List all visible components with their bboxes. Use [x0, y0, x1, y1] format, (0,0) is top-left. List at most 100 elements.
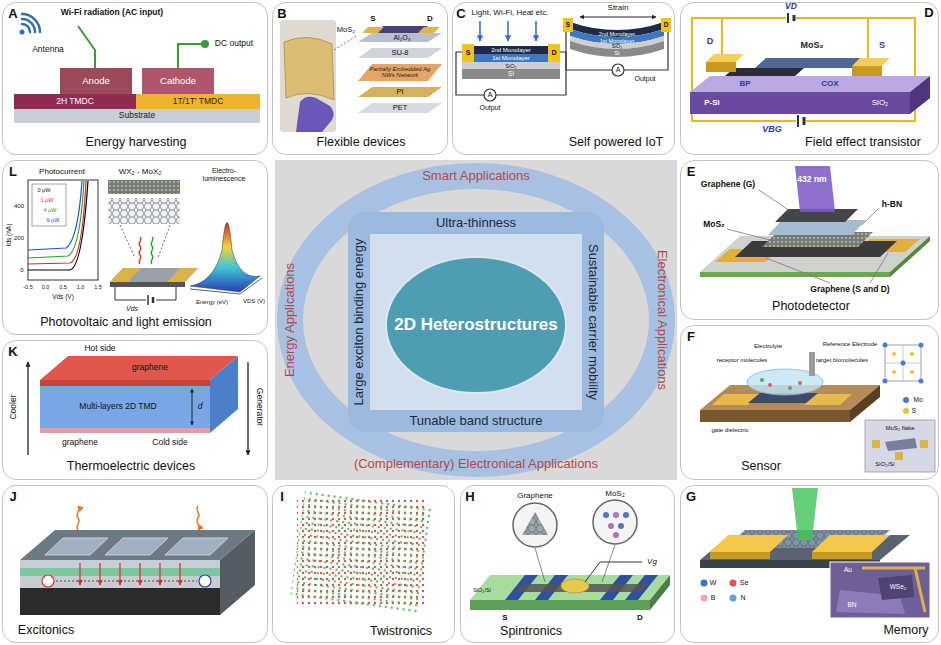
part-label: A [488, 91, 493, 99]
part-label: Se [740, 579, 749, 587]
part-label: 1st Monolayer [492, 55, 530, 62]
panel-letter: K [8, 345, 17, 359]
memory-art-part [730, 580, 737, 587]
excitonics-art-part [197, 506, 199, 530]
excitonics-art-part [179, 563, 180, 585]
part-label: PET [393, 104, 408, 112]
iot-device-art-part [462, 69, 560, 79]
thermoelectric-art-part [247, 362, 248, 455]
core-ellipse: 2D Heterostructures [384, 255, 568, 395]
iot-device-art-part [474, 54, 548, 62]
sensor-art-part [903, 408, 909, 414]
excitonics-art-part [159, 563, 160, 585]
part-label: Photocurrent [39, 168, 85, 177]
part-label: VD [785, 2, 797, 11]
sensor-art-part [700, 410, 850, 422]
part-label: MoS₂ [605, 490, 625, 499]
application-label: Electronical Applications [655, 250, 669, 390]
photovoltaic-art-part [190, 289, 240, 294]
photodetector-art [700, 166, 930, 283]
core-label: 2D Heterostructures [394, 316, 558, 335]
sensor-art-part [910, 370, 914, 374]
excitonics-art-part [199, 575, 211, 587]
part-label: DC output [215, 39, 253, 48]
photovoltaic-art-part [108, 180, 180, 194]
excitonics-art-part [99, 563, 100, 585]
part-label: 2nd Monolayer [599, 30, 635, 36]
panel-box: G Memory [680, 485, 939, 643]
spintronics-art-part [585, 562, 642, 582]
energy-harvester-art-part [178, 44, 201, 68]
photovoltaic-art-part [139, 237, 141, 264]
panel-letter: F [687, 330, 695, 344]
photodetector-art-part [795, 166, 835, 212]
part-label: 0.5 [59, 284, 67, 290]
thermoelectric-art-part [192, 389, 193, 425]
panel-letter: G [686, 490, 696, 504]
panel-title: Spintronics [500, 625, 562, 639]
panel-box: EPhotodetector [680, 160, 939, 320]
part-label: graphene [62, 438, 98, 447]
memory-art-part [701, 580, 708, 587]
memory-art-part [701, 595, 708, 602]
spintronics-art-part [613, 512, 619, 518]
part-label: 400 [14, 203, 24, 210]
thermoelectric-art-part [40, 386, 210, 428]
memory-art-part [878, 575, 914, 600]
photovoltaic-art-part [28, 181, 88, 270]
panel-box: AEnergy harvesting [2, 2, 268, 155]
moire-art-part [290, 490, 434, 615]
part-label: Graphene (G) [701, 180, 755, 189]
flexible-device-art-part [358, 48, 442, 58]
iot-device-art-part [484, 89, 496, 101]
iot-device-art-part [456, 52, 484, 95]
part-label: MoS₂ [337, 26, 355, 34]
photodetector-art-part [727, 229, 770, 240]
panel-title: Memory [883, 624, 928, 638]
part-label: 1.5 [94, 284, 102, 290]
fet-art [690, 13, 930, 127]
spintronics-art-part [608, 523, 614, 529]
panel-box: JExcitonics [2, 485, 268, 643]
energy-harvester-art-part [78, 26, 95, 68]
panel-letter: B [277, 7, 286, 21]
part-label: A [616, 66, 621, 74]
thermoelectric-art-part [210, 356, 238, 433]
excitonics-art-part [20, 530, 255, 560]
moire-art [290, 490, 434, 615]
part-label: receptor molecules [717, 357, 768, 364]
iot-device-art-part [462, 62, 560, 69]
property-frame: Ultra-thinnessSustainable carrier mobili… [348, 212, 604, 432]
part-label: Reference Electrode [823, 341, 878, 348]
panel-box: CSelf powered IoT [452, 2, 675, 155]
fet-art-part [852, 66, 882, 76]
energy-harvester-art-part [142, 68, 214, 94]
thermoelectric-art-part [40, 356, 238, 380]
part-label: BP [739, 80, 750, 89]
part-label: W [710, 579, 717, 587]
part-label: Cold side [152, 438, 187, 447]
part-label: S [566, 21, 570, 28]
fet-art-part [755, 58, 866, 68]
part-label: 0 [20, 267, 23, 274]
sensor-art [700, 343, 935, 473]
part-label: D [707, 37, 714, 47]
core-fill [386, 257, 566, 393]
part-label: Output [479, 104, 500, 112]
part-label: SiO₂/Si [473, 587, 491, 593]
panel-title: Sensor [741, 460, 781, 474]
part-label: 0 μW [38, 187, 51, 193]
panel-title: Photodetector [772, 300, 850, 314]
thermoelectric-art-part [27, 362, 28, 455]
spintronics-art-part [623, 512, 629, 518]
part-label: N [740, 594, 745, 602]
part-label: Vds [126, 305, 138, 313]
photovoltaic-art-part [120, 225, 135, 258]
thermoelectric-art [28, 356, 248, 455]
sensor-art-part [760, 378, 764, 382]
panel-box: DField effect transistor [680, 2, 939, 155]
panel-letter: C [456, 7, 465, 21]
part-label: S [466, 49, 471, 57]
part-label: 1 μW [41, 197, 54, 203]
part-label: P-Si [704, 99, 720, 108]
